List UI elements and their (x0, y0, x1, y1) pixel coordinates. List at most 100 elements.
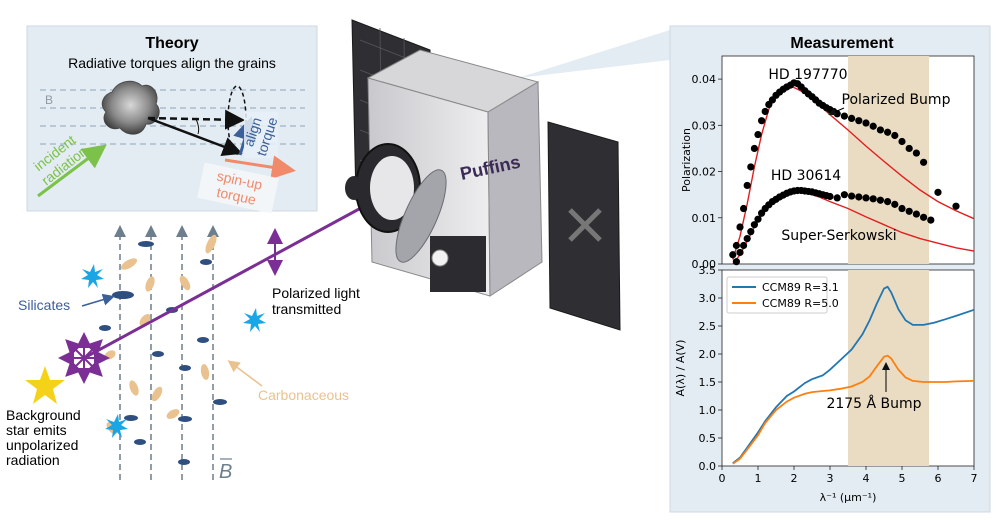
polarization-point (732, 258, 741, 266)
polarized-bump-pointer (828, 107, 845, 116)
angle-arc (195, 118, 200, 135)
annotation-super-serkowski: Super-Serkowski (781, 228, 896, 244)
star-tracker (345, 176, 363, 200)
annotation-polarized-bump: Polarized Bump (842, 92, 951, 108)
polarization-points (729, 79, 960, 266)
carbonaceous-pointer (227, 360, 263, 387)
polarization-point (729, 251, 737, 259)
carbonaceous-label: Carbonaceous (258, 387, 349, 403)
b-label-theory: B (45, 93, 53, 107)
polarization-point (740, 204, 748, 213)
y-tick-label: 3.5 (699, 264, 717, 277)
star-label-3: unpolarized (6, 437, 78, 453)
silicate-grains (99, 241, 227, 465)
polarization-point (743, 181, 751, 190)
polarization-point (876, 126, 885, 134)
sun-sensor-icon (431, 249, 449, 267)
polarized-bump-band (848, 56, 929, 264)
ccm-curve-line (732, 285, 975, 464)
star-label-4: radiation (6, 452, 60, 468)
x-tick-label: 6 (935, 472, 942, 485)
polarization-point (898, 137, 906, 146)
polarization-point (912, 149, 921, 157)
b-field-label: B (219, 461, 232, 483)
polarization-point (750, 221, 759, 229)
polarization-point (920, 158, 928, 166)
polarization-point (840, 112, 849, 120)
spin-up-torque-arrow (224, 155, 296, 180)
polarization-point (862, 194, 870, 202)
theory-subtitle: Radiative torques align the grains (68, 55, 276, 71)
polarization-point (740, 241, 748, 250)
polarization-chart: 0.000.010.020.030.04 Polarization HD 197… (680, 55, 975, 271)
polarization-point (952, 202, 960, 210)
measurement-title: Measurement (790, 35, 894, 52)
star-label-1: Background (6, 407, 81, 423)
annotation-hd30614: HD 30614 (771, 168, 841, 184)
polarization-point (869, 195, 877, 203)
legend-label-r31: CCM89 R=3.1 (762, 281, 839, 294)
satellite: Puffins (345, 19, 621, 331)
annotation-2175-bump: 2175 Å Bump (826, 395, 921, 412)
polarized-light-label-2: transmitted (272, 301, 341, 317)
polarization-point (934, 188, 942, 196)
polarization-point (848, 192, 856, 200)
y-tick-label: 0.03 (692, 119, 717, 132)
polarization-point (736, 248, 744, 257)
polarization-point (750, 144, 759, 153)
y-tick-label: 3.0 (699, 292, 717, 305)
silicates-label: Silicates (18, 297, 70, 313)
ccm89-curves (732, 285, 975, 465)
dust-cloud: B (6, 200, 373, 483)
sparkle-icon (105, 414, 128, 438)
polarization-point (855, 193, 863, 201)
y-tick-label: 0.5 (699, 432, 717, 445)
x-tick-label: 0 (719, 472, 726, 485)
x-tick-label: 2 (791, 472, 798, 485)
polarization-point (876, 196, 885, 204)
polarization-point (761, 107, 769, 116)
polarization-point (855, 117, 863, 125)
legend-label-r50: CCM89 R=5.0 (762, 297, 839, 310)
align-label-bg (244, 112, 278, 158)
y-tick-label: 0.01 (692, 212, 717, 225)
callout-wedge (518, 30, 670, 78)
polarization-point (905, 144, 913, 153)
y-tick-label: 1.0 (699, 404, 717, 417)
y-tick-label: 1.5 (699, 376, 717, 389)
bus-side (487, 81, 543, 297)
polarization-point (840, 191, 849, 199)
x-tick-label: 4 (863, 472, 870, 485)
polarization-point (754, 215, 762, 223)
polarization-point (891, 200, 899, 208)
light-beam (83, 200, 373, 360)
ccm-curve-line (732, 354, 975, 465)
sparkle-icon (243, 308, 266, 332)
polarization-ylabel: Polarization (680, 128, 693, 192)
polarization-point (743, 234, 751, 243)
bump-2175-band (848, 270, 929, 466)
x-tick-label: 1 (755, 472, 762, 485)
b-field-lines (114, 225, 219, 480)
y-tick-label: 2.0 (699, 348, 717, 361)
polarization-point (833, 194, 841, 202)
theory-panel: Theory Radiative torques align the grain… (26, 25, 318, 214)
polarization-point (754, 130, 762, 139)
aperture-door (395, 169, 447, 263)
polarization-point (905, 207, 913, 215)
grain-axis-dashed-arrow (147, 109, 245, 130)
scatter-sparkles (81, 264, 266, 438)
polarization-point (884, 198, 892, 206)
panel-cross-icon (568, 208, 602, 242)
dust-grain-icon (101, 80, 160, 135)
polarization-point (848, 114, 856, 122)
annotation-hd197770: HD 197770 (768, 67, 847, 83)
polarization-point (747, 228, 755, 236)
silicates-pointer (81, 293, 115, 307)
x-tick-label: 3 (827, 472, 834, 485)
grain-axis-arrow (147, 116, 243, 157)
y-tick-label: 0.0 (699, 460, 717, 473)
polarization-y-ticks: 0.000.010.020.030.04 (692, 73, 722, 271)
